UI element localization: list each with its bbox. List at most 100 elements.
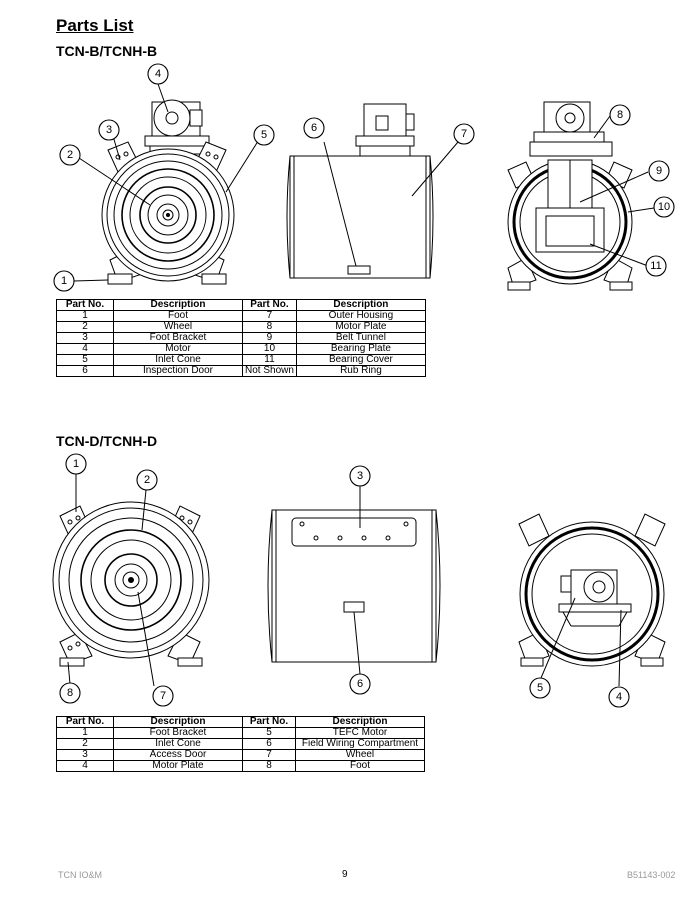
table-cell: Rub Ring xyxy=(295,365,426,377)
svg-text:7: 7 xyxy=(160,690,166,702)
bearing-plate-drawing xyxy=(535,207,605,253)
table-cell: TEFC Motor xyxy=(295,727,425,739)
svg-text:10: 10 xyxy=(658,201,670,213)
svg-text:11: 11 xyxy=(650,260,661,272)
section-heading-b: TCN-B/TCNH-B xyxy=(56,43,158,59)
fan-front-view-b xyxy=(73,83,261,285)
callout-4: 4 xyxy=(608,686,630,708)
col-header-description: Description xyxy=(113,299,243,311)
table-row: 5 Inlet Cone 11 Bearing Cover xyxy=(56,354,426,366)
svg-text:7: 7 xyxy=(461,128,467,140)
table-cell: Motor Plate xyxy=(295,321,426,333)
table-cell: Motor Plate xyxy=(113,760,243,772)
col-header-description: Description xyxy=(295,299,426,311)
svg-text:4: 4 xyxy=(155,68,161,80)
svg-text:6: 6 xyxy=(311,122,317,134)
table-cell: 1 xyxy=(56,727,114,739)
callout-5: 5 xyxy=(529,677,551,699)
svg-text:6: 6 xyxy=(357,678,363,690)
table-cell: 2 xyxy=(56,738,114,750)
table-header-row: Part No. Description Part No. Descriptio… xyxy=(56,716,425,728)
table-row: 4 Motor Plate 8 Foot xyxy=(56,760,425,772)
table-row: 2 Inlet Cone 6 Field Wiring Compartment xyxy=(56,738,425,750)
foot-drawing xyxy=(59,657,203,667)
table-row: 2 Wheel 8 Motor Plate xyxy=(56,321,426,333)
callout-11: 11 xyxy=(645,255,667,277)
table-cell: Belt Tunnel xyxy=(295,332,426,344)
svg-text:8: 8 xyxy=(617,109,623,121)
table-cell: 5 xyxy=(242,727,296,739)
inspection-door-drawing xyxy=(347,265,371,275)
outer-housing-drawing xyxy=(286,155,434,279)
table-cell: Not Shown xyxy=(242,365,297,377)
table-cell: 3 xyxy=(56,749,114,761)
svg-text:4: 4 xyxy=(616,691,622,703)
callout-9: 9 xyxy=(648,160,670,182)
callout-5: 5 xyxy=(253,124,275,146)
table-cell: Access Door xyxy=(113,749,243,761)
table-cell: 10 xyxy=(242,343,297,355)
section-heading-d: TCN-D/TCNH-D xyxy=(56,433,158,449)
callout-7: 7 xyxy=(152,685,174,707)
footer-document-code: B51143-002 xyxy=(627,870,676,880)
table-cell: Wheel xyxy=(113,321,243,333)
table-row: 3 Access Door 7 Wheel xyxy=(56,749,425,761)
parts-table-b: Part No. Description Part No. Descriptio… xyxy=(56,299,426,377)
table-cell: 4 xyxy=(56,343,114,355)
callout-6: 6 xyxy=(303,117,325,139)
table-header-row: Part No. Description Part No. Descriptio… xyxy=(56,299,426,311)
callout-2: 2 xyxy=(59,144,81,166)
table-cell: Bearing Plate xyxy=(295,343,426,355)
fan-front-view-d xyxy=(52,474,210,687)
callout-1: 1 xyxy=(53,270,75,292)
tefc-motor-drawing xyxy=(560,569,618,605)
col-header-description: Description xyxy=(295,716,425,728)
callout-1: 1 xyxy=(65,453,87,475)
fan-rear-view-b xyxy=(507,101,655,291)
fan-side-view-d xyxy=(267,486,441,675)
table-cell: 6 xyxy=(56,365,114,377)
table-cell: Motor xyxy=(113,343,243,355)
table-cell: 8 xyxy=(242,321,297,333)
table-cell: 6 xyxy=(242,738,296,750)
foot-drawing xyxy=(107,273,227,285)
svg-text:5: 5 xyxy=(537,682,543,694)
housing-drawing xyxy=(267,509,441,663)
callout-4: 4 xyxy=(147,63,169,85)
table-cell: Bearing Cover xyxy=(295,354,426,366)
table-cell: 5 xyxy=(56,354,114,366)
table-cell: 7 xyxy=(242,749,296,761)
callout-8: 8 xyxy=(609,104,631,126)
svg-text:3: 3 xyxy=(357,470,363,482)
callout-10: 10 xyxy=(653,196,675,218)
col-header-part-no: Part No. xyxy=(242,299,297,311)
table-cell: 9 xyxy=(242,332,297,344)
table-cell: 4 xyxy=(56,760,114,772)
table-cell: Foot xyxy=(295,760,425,772)
fan-side-view-b xyxy=(286,103,459,279)
access-door-drawing xyxy=(291,517,417,547)
table-cell: Outer Housing xyxy=(295,310,426,322)
table-cell: Foot xyxy=(113,310,243,322)
svg-text:3: 3 xyxy=(106,124,112,136)
table-cell: Inlet Cone xyxy=(113,738,243,750)
belt-tunnel-drawing xyxy=(547,159,593,215)
table-cell: 11 xyxy=(242,354,297,366)
table-cell: 2 xyxy=(56,321,114,333)
page-title: Parts List xyxy=(56,16,134,35)
table-cell: 1 xyxy=(56,310,114,322)
table-row: 3 Foot Bracket 9 Belt Tunnel xyxy=(56,332,426,344)
table-cell: 3 xyxy=(56,332,114,344)
footer-document-name: TCN IO&M xyxy=(58,870,102,880)
table-cell: Wheel xyxy=(295,749,425,761)
table-row: 1 Foot 7 Outer Housing xyxy=(56,310,426,322)
table-cell: Foot Bracket xyxy=(113,332,243,344)
svg-text:2: 2 xyxy=(144,474,150,486)
col-header-description: Description xyxy=(113,716,243,728)
callout-8: 8 xyxy=(59,682,81,704)
motor-drawing xyxy=(533,101,605,143)
col-header-part-no: Part No. xyxy=(56,716,114,728)
parts-table-d: Part No. Description Part No. Descriptio… xyxy=(56,716,425,772)
svg-text:9: 9 xyxy=(656,165,662,177)
callout-7: 7 xyxy=(453,123,475,145)
